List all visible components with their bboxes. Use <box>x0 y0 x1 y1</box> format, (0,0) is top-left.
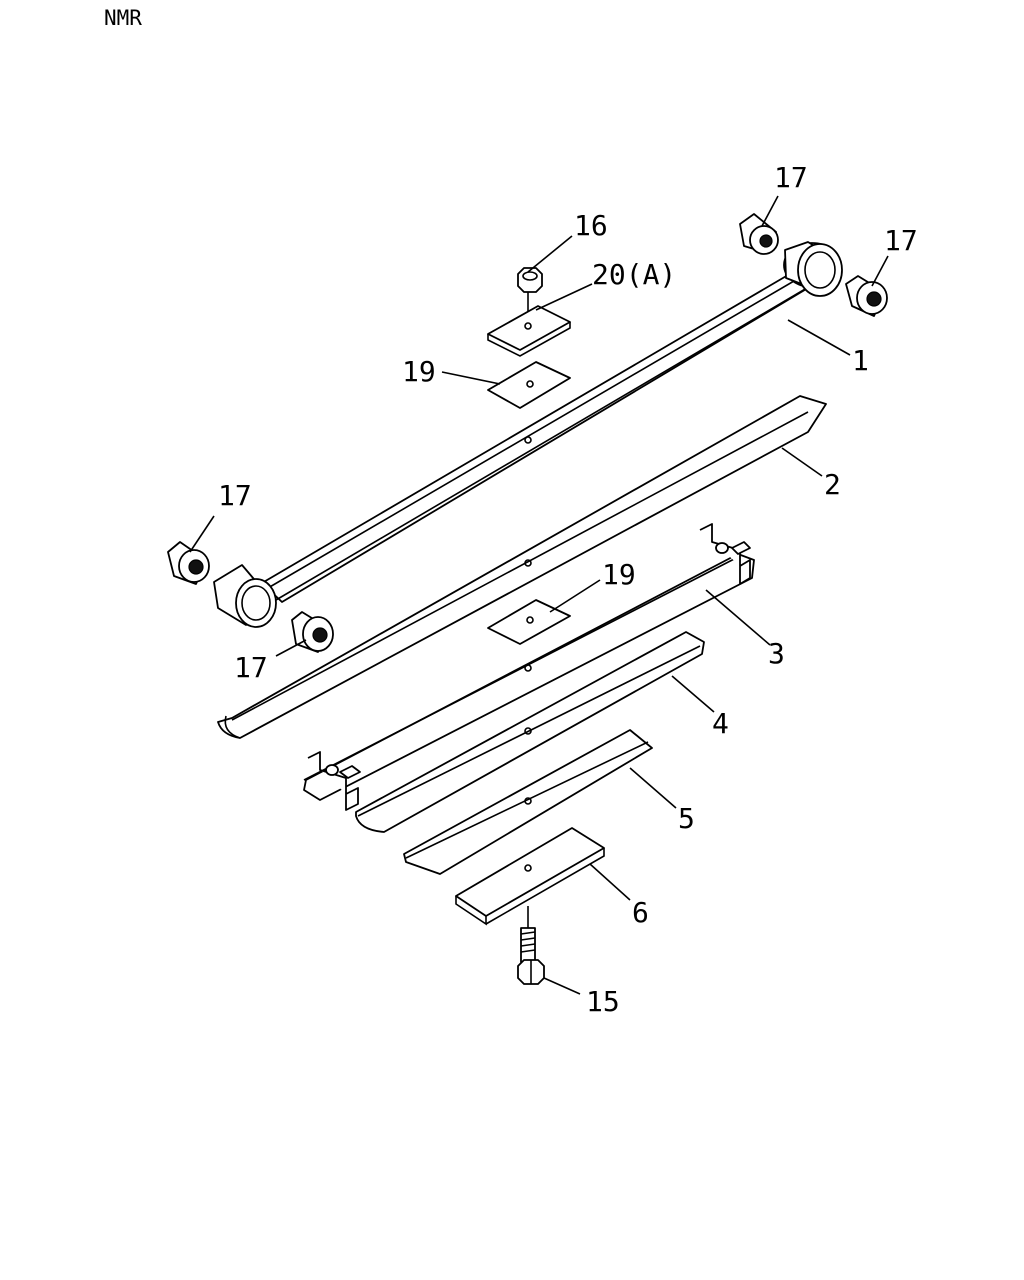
callout-5: 5 <box>678 802 695 835</box>
part-5-fifth-leaf <box>403 729 653 875</box>
callout-15: 15 <box>586 985 620 1018</box>
part-6-spacer-plate <box>455 827 605 926</box>
callout-2: 2 <box>824 468 841 501</box>
callout-20a: 20(A) <box>592 258 676 291</box>
part-19-pad-upper <box>487 361 571 409</box>
part-17-bushing-bottom <box>291 611 334 653</box>
part-1-main-leaf <box>213 241 843 628</box>
callout-19-lower: 19 <box>602 558 636 591</box>
part-2-second-leaf <box>217 395 827 739</box>
callout-17-top: 17 <box>774 161 808 194</box>
callout-labels: 1 2 3 4 5 6 15 16 20(A) 19 19 17 17 17 1… <box>218 161 918 1018</box>
callout-17-left: 17 <box>218 479 252 512</box>
part-15-center-bolt <box>517 906 545 985</box>
callout-3: 3 <box>768 637 785 670</box>
part-17-bushing-top <box>739 213 779 255</box>
leader-lines <box>189 195 889 995</box>
part-17-bushing-right <box>845 275 888 317</box>
callout-1: 1 <box>852 344 869 377</box>
part-17-bushing-left <box>167 541 210 585</box>
part-3-third-leaf <box>303 523 755 811</box>
part-20-plate <box>487 305 571 357</box>
part-19-pad-lower <box>487 599 571 645</box>
part-4-fourth-leaf <box>355 631 705 833</box>
callout-6: 6 <box>632 896 649 929</box>
callout-16: 16 <box>574 209 608 242</box>
callout-17-bottom: 17 <box>234 651 268 684</box>
model-label: NMR <box>104 6 142 30</box>
callout-17-right: 17 <box>884 224 918 257</box>
callout-4: 4 <box>712 707 729 740</box>
callout-19-upper: 19 <box>402 355 436 388</box>
